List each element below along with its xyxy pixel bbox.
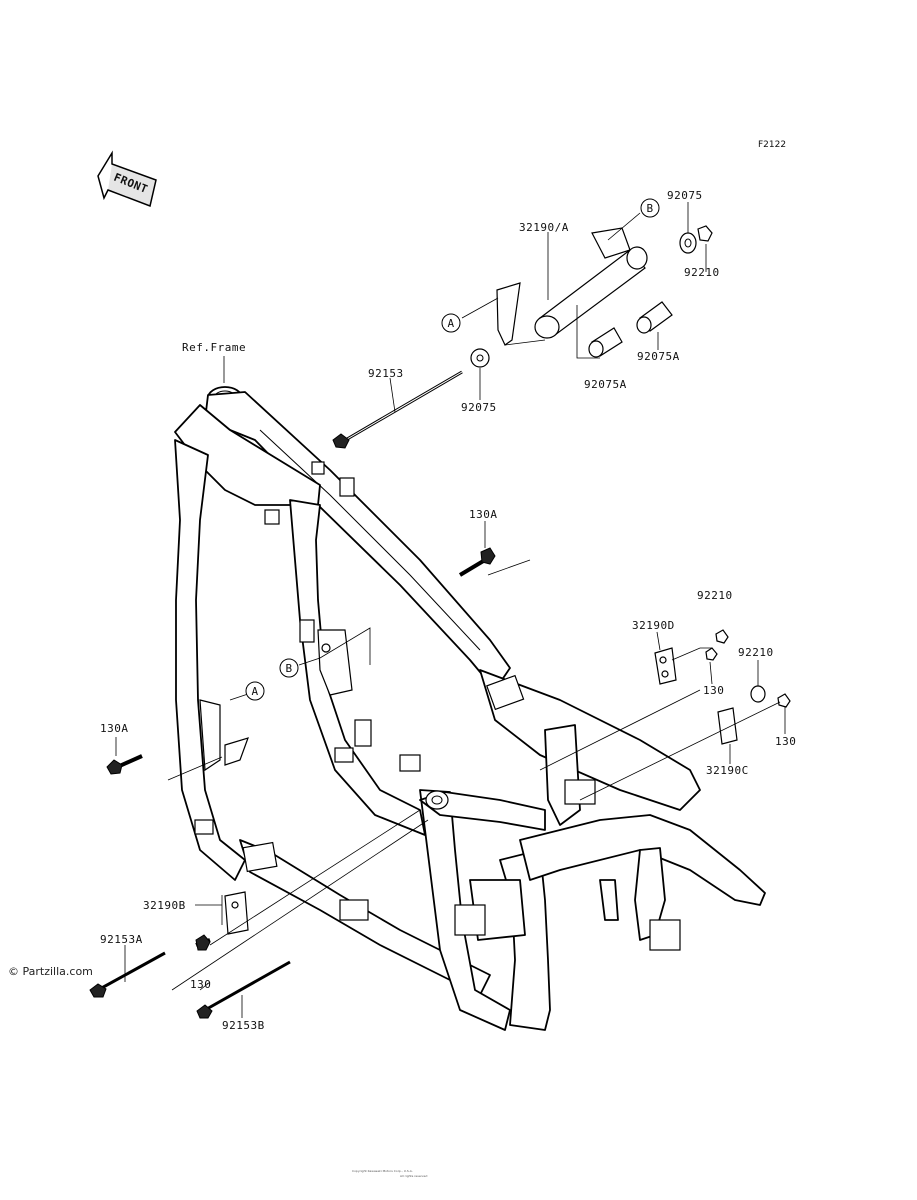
bolt-130A-left (106, 754, 143, 775)
label-92210-top: 92210 (684, 266, 720, 279)
label-92153A: 92153A (100, 933, 143, 946)
front-arrow-icon: FRONT (97, 150, 157, 208)
label-32190A: 32190/A (519, 221, 569, 234)
label-92075-top: 92075 (667, 189, 703, 202)
label-130A-top: 130A (469, 508, 498, 521)
bolt-130-bottom (195, 934, 211, 951)
svg-text:A: A (251, 685, 258, 698)
label-92153: 92153 (368, 367, 404, 380)
leader-lines (115, 202, 786, 1018)
figure-code: F2122 (758, 140, 786, 150)
bolt-130A-top (458, 547, 496, 577)
bracket-32190C (717, 685, 791, 745)
bolt-92153A (89, 951, 166, 998)
motorcycle-frame (174, 386, 766, 1031)
label-32190D: 32190D (632, 619, 675, 632)
copyright-line-2: All rights reserved (400, 1174, 428, 1178)
callout-B-bottom: B (279, 658, 299, 678)
label-92210-mid: 92210 (697, 589, 733, 602)
ref-frame-label: Ref.Frame (182, 341, 246, 354)
copyright-line-1: Copyright Kawasaki Motors Corp., U.S.A. (352, 1169, 413, 1173)
label-32190C: 32190C (706, 764, 749, 777)
label-92075A-bottom: 92075A (584, 378, 627, 391)
label-130A-left: 130A (100, 722, 129, 735)
bolt-92153 (332, 370, 463, 449)
bracket-32190B (224, 891, 249, 935)
label-130-d: 130 (703, 684, 724, 697)
label-32190B: 32190B (143, 899, 186, 912)
bolt-92153B (196, 960, 291, 1019)
callout-B-top: B (640, 198, 660, 218)
upper-mount-assembly (470, 225, 713, 368)
partzilla-watermark: © Partzilla.com (8, 965, 93, 978)
svg-text:B: B (285, 662, 292, 675)
label-130-bottom: 130 (190, 978, 211, 991)
svg-text:A: A (447, 317, 454, 330)
label-92075A-right: 92075A (637, 350, 680, 363)
label-92075-mid: 92075 (461, 401, 497, 414)
callout-A-top: A (441, 313, 461, 333)
bracket-32190D (654, 629, 729, 685)
label-130-c: 130 (775, 735, 796, 748)
label-92153B: 92153B (222, 1019, 265, 1032)
label-92210-right: 92210 (738, 646, 774, 659)
callout-A-bottom: A (245, 681, 265, 701)
svg-text:B: B (646, 202, 653, 215)
